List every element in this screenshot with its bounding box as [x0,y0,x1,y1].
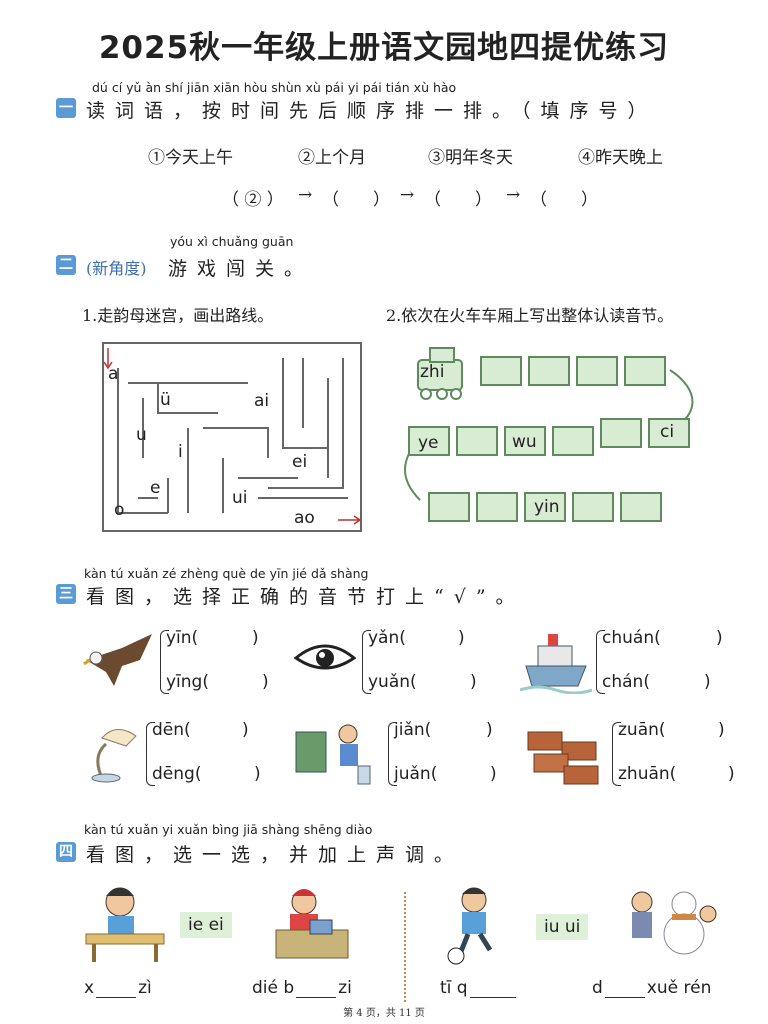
check-slot[interactable]: ) [490,764,497,784]
bricks-picture [527,731,599,785]
answer-3: tī q [440,978,518,998]
train-label-ci: ci [660,422,675,442]
maze-label-i: i [178,442,183,462]
section1-number: 一 [56,98,76,118]
section4-number: 四 [56,842,76,862]
maze-diagram[interactable] [98,338,368,536]
syllable-option: chuán( [602,628,661,648]
syllable-option: yǎn( [368,628,406,648]
finals-pair-2: iu ui [536,914,589,940]
section3-title: 看图，选择正确的音节打上“√”。 [86,586,525,608]
pick-up-picture [295,724,371,785]
bracket [596,630,605,694]
ship-picture [520,634,592,694]
arrow-3: → [506,185,521,205]
syllable-option: dēng( [152,764,202,784]
option-2: ②上个月 [298,148,366,168]
check-slot[interactable]: ) [486,720,493,740]
answer-blank[interactable] [96,981,137,998]
kicking-ball-picture [447,887,493,965]
check-slot[interactable]: ) [254,764,261,784]
check-slot[interactable]: ) [470,672,477,692]
writing-boy-picture [85,887,165,962]
check-slot[interactable]: ) [242,720,249,740]
finals-pair-1: ie ei [180,912,232,938]
bracket [362,630,371,694]
maze-question: 1.走韵母迷宫，画出路线。 [82,306,274,325]
page-footer: 第 4 页，共 11 页 [343,1008,425,1019]
train-label-yin: yin [534,497,560,517]
maze-label-o: o [114,500,125,520]
maze-label-ai: ai [254,391,270,411]
answer-blank[interactable] [604,981,645,998]
section3-pinyin: kàn tú xuǎn zé zhèng què de yīn jié dǎ s… [84,566,369,581]
syllable-option: yuǎn( [368,672,417,692]
section4-title: 看图，选一选，并加上声调。 [86,844,464,866]
new-angle-tag: (新角度) [86,259,147,278]
maze-label-u: u [136,425,147,445]
arrow-1: → [298,185,313,205]
section4-pinyin: kàn tú xuǎn yi xuǎn bìng jiā shàng shēng… [84,822,373,837]
section2-pinyin: yóu xì chuǎng guān [170,234,294,249]
sequence-slot-4[interactable]: （ ） [530,190,598,210]
option-1: ①今天上午 [148,148,233,168]
maze-label-u-umlaut: ü [160,390,171,410]
maze-label-ui: ui [232,488,248,508]
syllable-option: yīn( [166,628,199,648]
section2-number: 二 [56,255,76,275]
check-slot[interactable]: ) [262,672,269,692]
section1-pinyin: dú cí yǔ àn shí jiān xiān hòu shùn xù pá… [92,80,457,95]
answer-blank[interactable] [469,981,516,998]
lamp-picture [91,729,137,783]
divider [404,892,406,1002]
train-diagram[interactable] [400,340,700,540]
train-label-wu: wu [512,432,537,452]
section2-title: 游戏闯关。 [168,258,314,280]
option-3: ③明年冬天 [428,148,513,168]
check-slot[interactable]: ) [458,628,465,648]
sequence-slot-2[interactable]: （ ） [322,190,390,210]
section3-number: 三 [56,584,76,604]
bracket [612,722,621,786]
eagle-picture [83,634,152,686]
maze-label-ao: ao [294,508,315,528]
syllable-option: jiǎn( [394,720,432,740]
train-label-zhi: zhi [420,362,445,382]
bracket [160,630,169,694]
check-slot[interactable]: ) [704,672,711,692]
bracket [388,722,397,786]
maze-label-ei: ei [292,452,308,472]
syllable-option: dēn( [152,720,191,740]
folding-quilt-picture [275,889,349,959]
maze-label-e: e [150,478,161,498]
train-label-ye: ye [418,433,439,453]
answer-blank[interactable] [296,981,337,998]
option-4: ④昨天晚上 [578,148,663,168]
syllable-option: juǎn( [394,764,438,784]
page-title: 2025秋一年级上册语文园地四提优练习 [98,30,670,66]
bracket [146,722,155,786]
train-question: 2.依次在火车车厢上写出整体认读音节。 [386,306,674,325]
check-slot[interactable]: ) [252,628,259,648]
snowman-picture [631,891,717,955]
syllable-option: chán( [602,672,650,692]
check-slot[interactable]: ) [718,720,725,740]
section1-title: 读词语，按时间先后顺序排一排。（填序号） [86,100,657,122]
sequence-slot-3[interactable]: （ ） [424,190,492,210]
syllable-option: zhuān( [618,764,677,784]
check-slot[interactable]: ) [716,628,723,648]
eye-picture [294,644,356,670]
syllable-option: zuān( [618,720,666,740]
sequence-slot-1[interactable]: （ ② ） [222,190,284,210]
check-slot[interactable]: ) [728,764,735,784]
maze-label-a: a [108,364,119,384]
syllable-option: yīng( [166,672,209,692]
arrow-2: → [400,185,415,205]
